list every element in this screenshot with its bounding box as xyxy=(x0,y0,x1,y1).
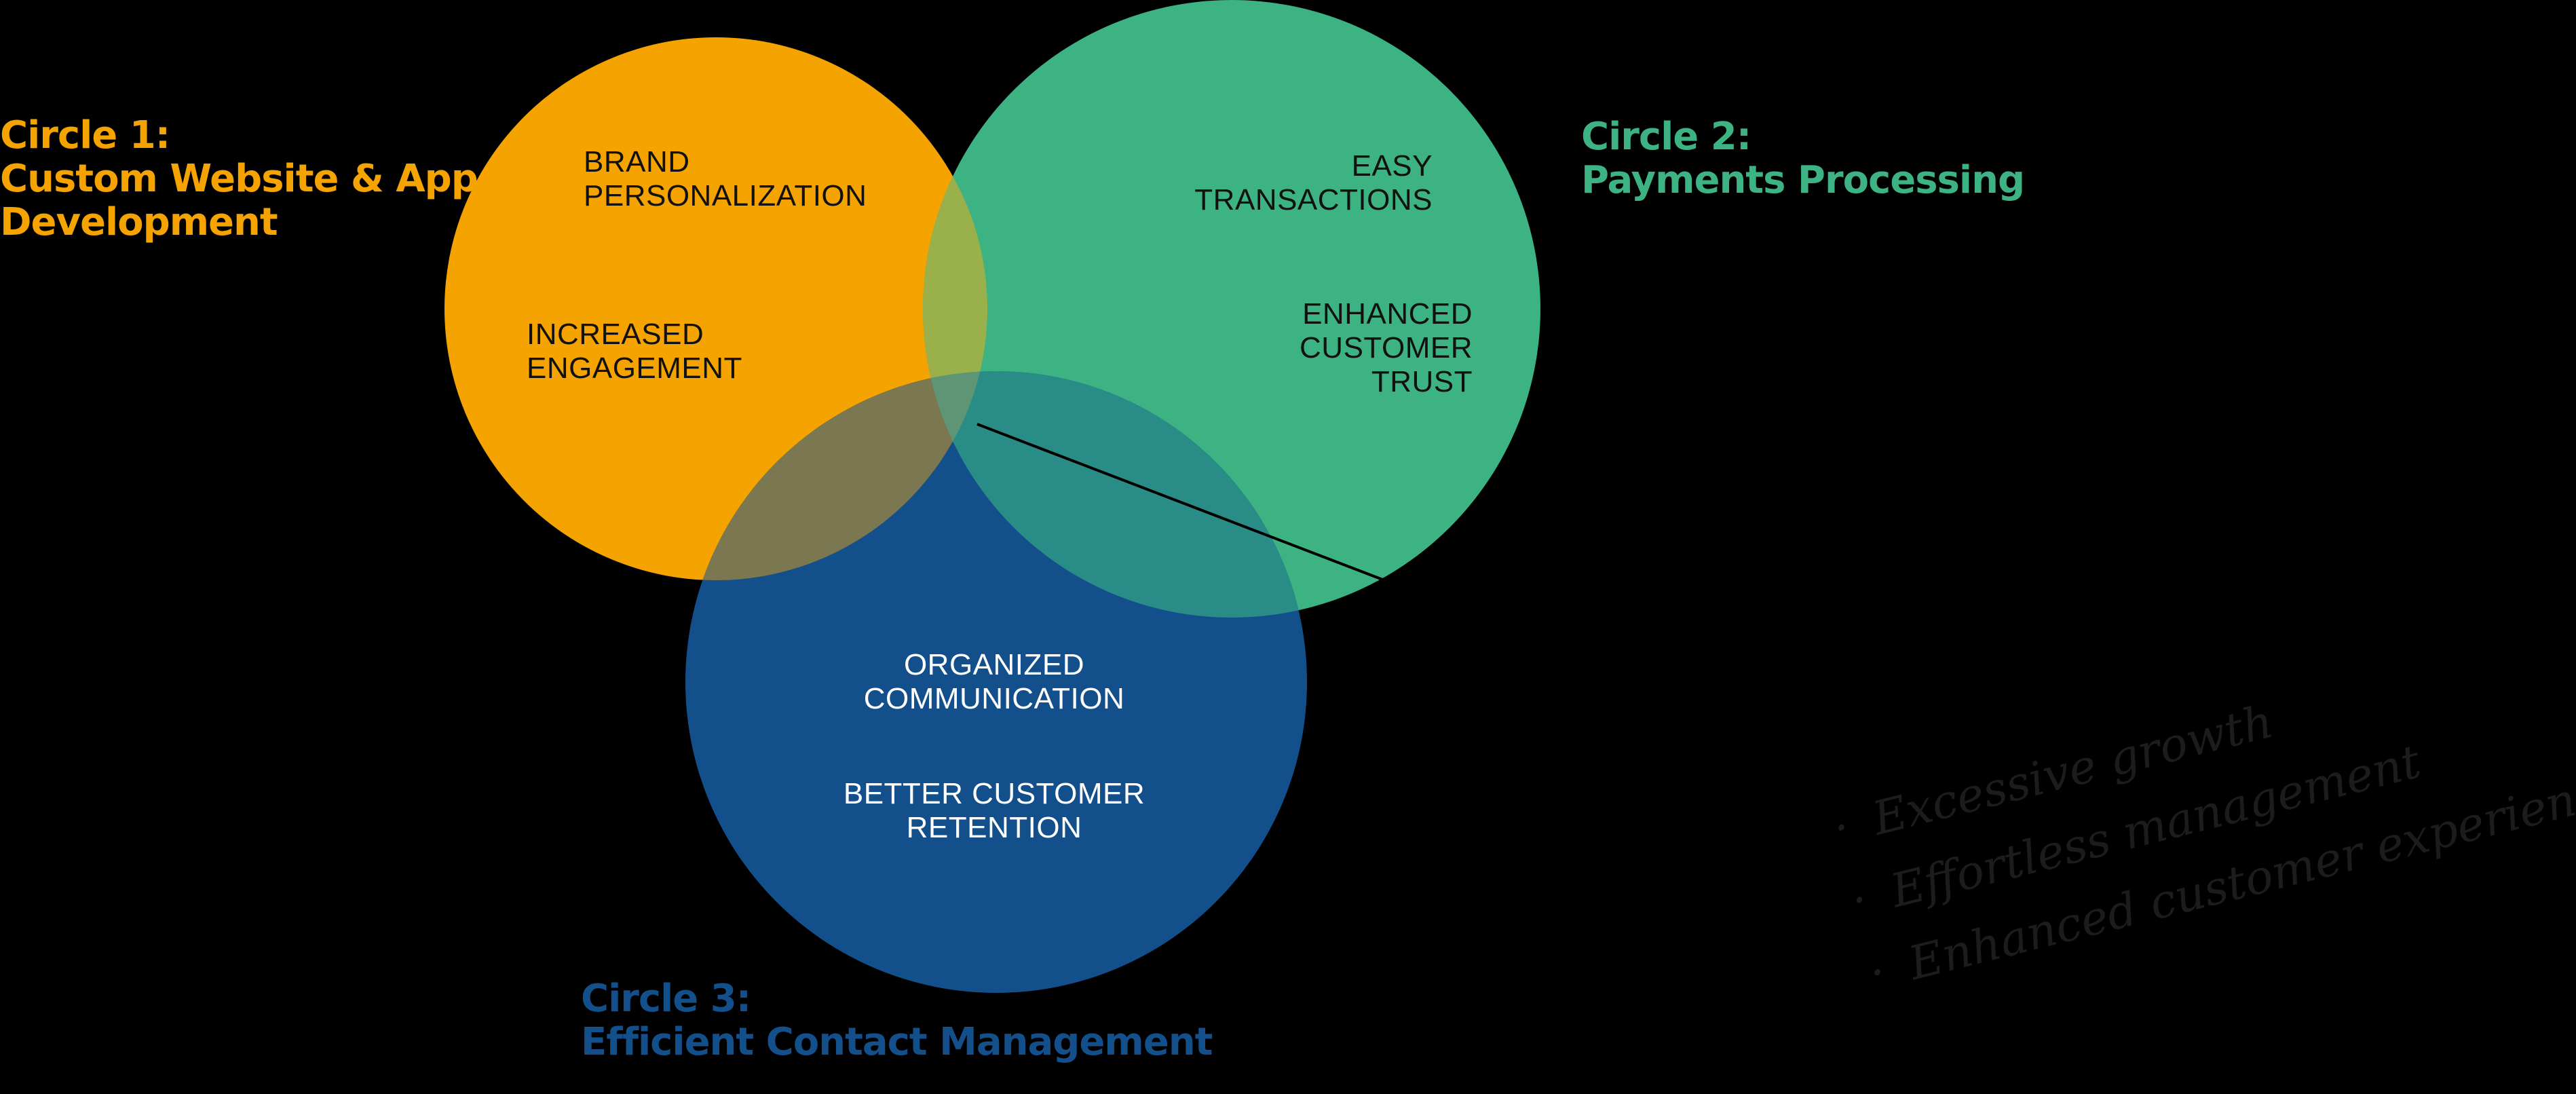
connector-line xyxy=(977,423,1385,582)
label-line: EASY xyxy=(1351,149,1433,183)
label-enhanced-customer-trust: ENHANCED CUSTOMER TRUST xyxy=(1300,297,1473,399)
circle2-title-line1: Circle 2: xyxy=(1581,115,1751,159)
circle1-title-line2: Custom Website & App xyxy=(0,157,478,201)
label-line: ENGAGEMENT xyxy=(527,352,742,385)
circle3-title-line1: Circle 3: xyxy=(581,977,751,1021)
label-line: BETTER CUSTOMER xyxy=(843,777,1145,810)
label-easy-transactions: EASY TRANSACTIONS xyxy=(1194,149,1433,217)
label-line: TRANSACTIONS xyxy=(1194,183,1433,216)
overlap-circle2-circle3 xyxy=(923,371,1307,618)
overlap-circle1-circle3 xyxy=(685,371,987,580)
label-line: PERSONALIZATION xyxy=(584,179,867,212)
label-increased-engagement: INCREASED ENGAGEMENT xyxy=(527,318,742,385)
circle2-title-line2: Payments Processing xyxy=(1581,158,2025,202)
circle3-title-line2: Efficient Contact Management xyxy=(581,1020,1213,1064)
circle3-title: Circle 3: Efficient Contact Management xyxy=(581,977,1213,1064)
label-line: CUSTOMER xyxy=(1300,331,1473,364)
circle1-title: Circle 1: Custom Website & App Developme… xyxy=(0,114,478,244)
circle1-title-line3: Development xyxy=(0,200,278,244)
label-organized-communication: ORGANIZED COMMUNICATION xyxy=(821,648,1167,716)
label-line: COMMUNICATION xyxy=(863,682,1125,715)
label-line: INCREASED xyxy=(527,318,704,351)
circle2-title: Circle 2: Payments Processing xyxy=(1581,115,2025,202)
label-better-customer-retention: BETTER CUSTOMER RETENTION xyxy=(821,777,1167,845)
label-line: ORGANIZED xyxy=(903,648,1085,681)
label-line: BRAND xyxy=(584,145,690,178)
label-line: TRUST xyxy=(1371,365,1473,398)
circle1-title-line1: Circle 1: xyxy=(0,113,170,157)
label-brand-personalization: BRAND PERSONALIZATION xyxy=(584,145,867,213)
label-line: RETENTION xyxy=(906,811,1082,844)
label-line: ENHANCED xyxy=(1302,297,1473,331)
